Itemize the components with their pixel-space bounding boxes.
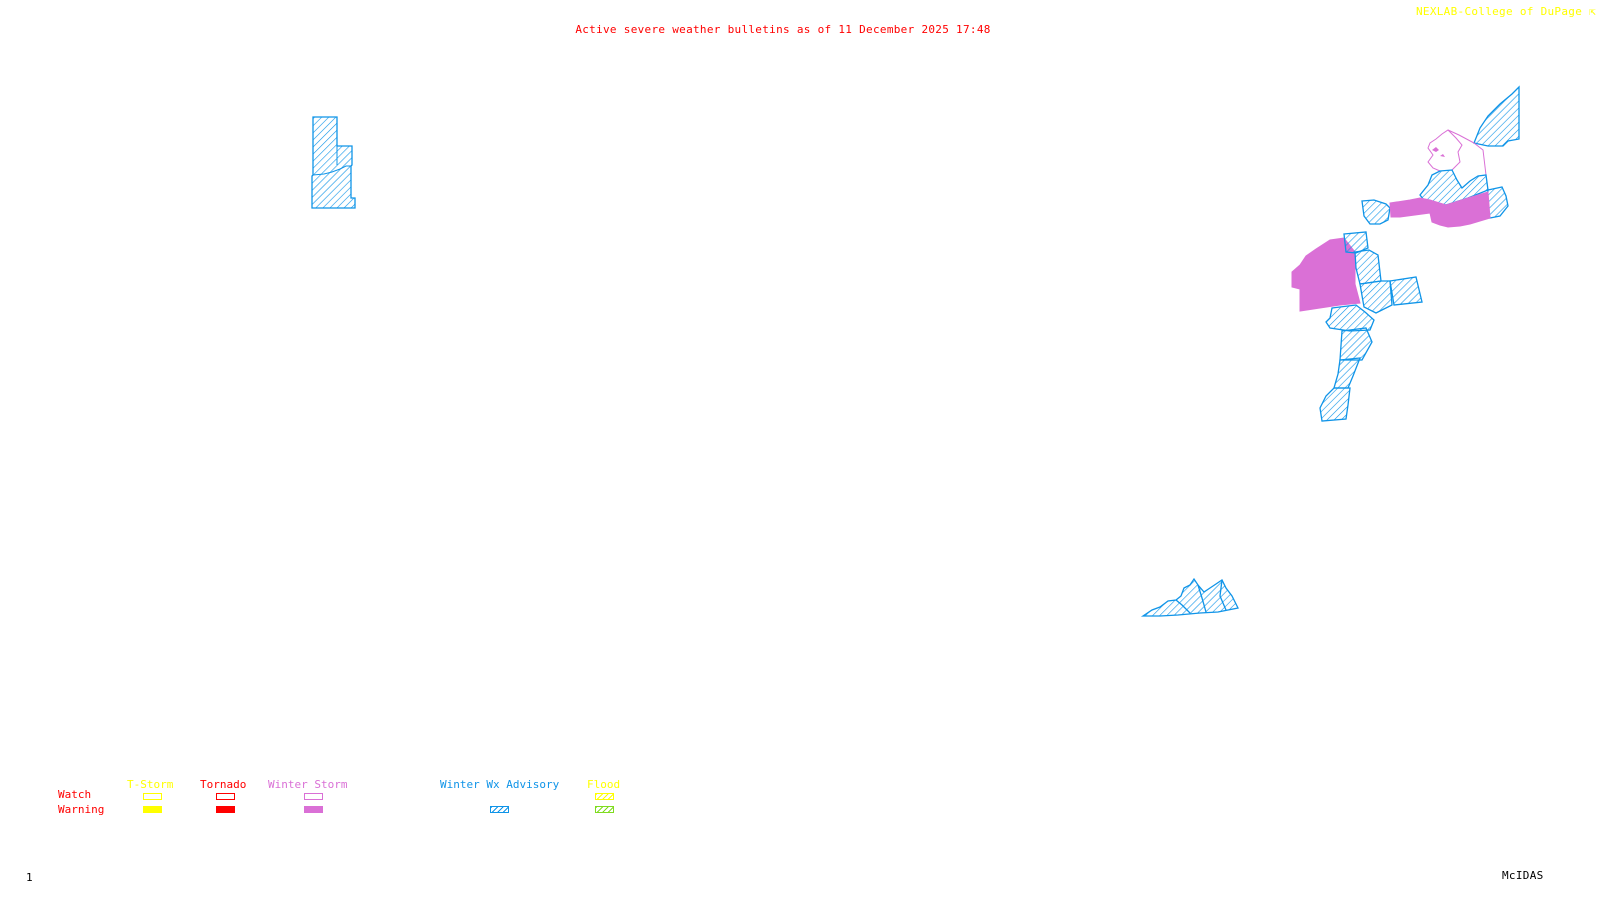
legend-label-winter-storm: Winter Storm bbox=[268, 778, 348, 791]
legend-swatch-tstorm-warning bbox=[143, 806, 162, 813]
southeast-advisory-ridge bbox=[1140, 577, 1239, 617]
credit-text: NEXLAB-College of DuPage bbox=[1415, 5, 1583, 18]
northeast-advisory-cluster bbox=[1361, 169, 1509, 225]
legend-swatch-flood-watch bbox=[595, 793, 614, 800]
frame-number: 1 bbox=[26, 871, 33, 884]
legend-label-tstorm: T-Storm bbox=[127, 778, 174, 791]
central-winter-storm-warning bbox=[1291, 237, 1361, 312]
legend-label-winter-wx-advisory: Winter Wx Advisory bbox=[440, 778, 560, 791]
legend-swatch-winter-wx-advisory bbox=[490, 806, 509, 813]
brand-label: McIDAS bbox=[1502, 869, 1544, 882]
legend-swatch-winter-storm-warning bbox=[304, 806, 323, 813]
legend-swatch-flood-warning bbox=[595, 806, 614, 813]
legend-row-watch: Watch bbox=[58, 788, 92, 801]
legend-swatch-tornado-watch bbox=[216, 793, 235, 800]
northeast-winter-storm-watch bbox=[1427, 129, 1487, 176]
western-advisory-block bbox=[311, 116, 356, 209]
page-title: Active severe weather bulletins as of 11… bbox=[575, 23, 991, 36]
appalachian-advisory-chain bbox=[1319, 231, 1423, 422]
legend-swatch-winter-storm-watch bbox=[304, 793, 323, 800]
credit-label: NEXLAB-College of DuPage ⇱ bbox=[1416, 5, 1596, 18]
legend-label-tornado: Tornado bbox=[200, 778, 247, 791]
northeast-advisory-tip bbox=[1473, 85, 1520, 147]
legend-swatch-tornado-warning bbox=[216, 806, 235, 813]
legend-row-warning: Warning bbox=[58, 803, 105, 816]
legend-swatch-tstorm-watch bbox=[143, 793, 162, 800]
cursor-arrow-icon: ⇱ bbox=[1582, 5, 1596, 18]
northeast-winter-storm-warning-strip bbox=[1389, 191, 1491, 228]
legend-label-flood: Flood bbox=[587, 778, 621, 791]
